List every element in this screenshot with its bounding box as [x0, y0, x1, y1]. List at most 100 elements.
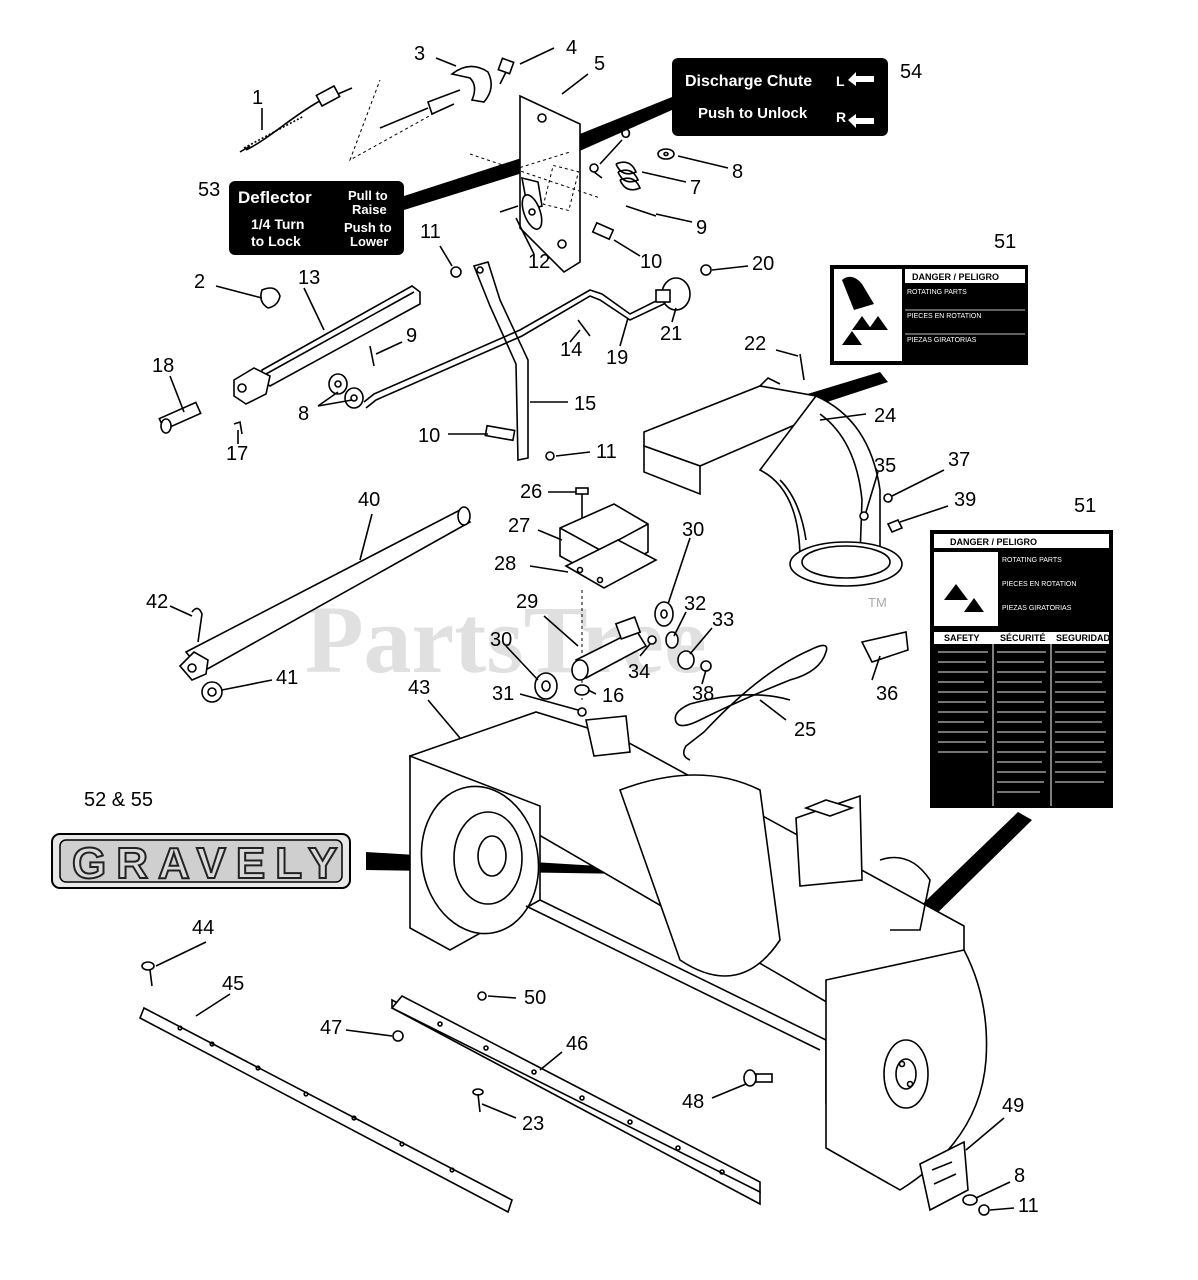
callout-6: 6 [620, 121, 631, 143]
callout-11-top: 11 [420, 221, 441, 243]
svg-text:Push to Unlock: Push to Unlock [698, 105, 808, 122]
part-8-washers-left [328, 373, 364, 409]
decal-warning-safety: DANGER / PELIGRO ROTATING PARTS PIECES E… [930, 530, 1113, 808]
leader-lines [155, 47, 1015, 1211]
callout-7: 7 [690, 177, 701, 199]
svg-text:R: R [836, 109, 846, 125]
callout-54: 54 [900, 61, 922, 83]
callout-16: 16 [602, 685, 624, 707]
callout-45: 45 [222, 973, 244, 995]
part-39-clip [886, 518, 904, 534]
svg-text:SAFETY: SAFETY [944, 633, 980, 643]
callout-4: 4 [566, 37, 577, 59]
part-29-shaft [571, 616, 648, 681]
svg-text:SEGURIDAD: SEGURIDAD [1056, 633, 1111, 643]
callout-numbers: 1 4 3 5 54 6 8 7 53 9 10 12 11 20 51 2 1… [84, 37, 1096, 1217]
callout-31: 31 [492, 683, 514, 705]
callout-3: 3 [414, 43, 425, 65]
callout-36: 36 [876, 683, 898, 705]
callout-11-bottom: 11 [1018, 1195, 1039, 1217]
part-25-spring-rod [674, 644, 828, 761]
callout-8-bottom: 8 [1014, 1165, 1025, 1187]
svg-text:ROTATING PARTS: ROTATING PARTS [907, 289, 967, 296]
callout-10-mid: 10 [418, 425, 440, 447]
part-38-nut [700, 660, 712, 672]
callout-33: 33 [712, 609, 734, 631]
part-26-head [575, 487, 589, 495]
svg-text:Raise: Raise [352, 202, 387, 217]
callout-32: 32 [684, 593, 706, 615]
callout-42: 42 [146, 591, 168, 613]
callout-30-left: 30 [490, 629, 512, 651]
decal-brand: GRAVELY [51, 833, 351, 889]
part-15-arm [472, 261, 529, 461]
part-33-bushing [677, 650, 695, 670]
callout-1: 1 [252, 87, 263, 109]
callout-21: 21 [660, 323, 682, 345]
part-30-bearing-right [654, 601, 674, 627]
callout-44: 44 [192, 917, 214, 939]
svg-text:PIEZAS GIRATORIAS: PIEZAS GIRATORIAS [1002, 605, 1072, 612]
callout-19: 19 [606, 347, 628, 369]
callout-25: 25 [794, 719, 816, 741]
part-37-screw [883, 493, 893, 503]
callout-10-top: 10 [640, 251, 662, 273]
callout-34: 34 [628, 661, 650, 683]
callout-51-top: 51 [994, 231, 1016, 253]
svg-text:Lower: Lower [350, 234, 388, 249]
callout-11-mid: 11 [596, 441, 617, 463]
callout-8-top: 8 [732, 161, 743, 183]
callout-17: 17 [226, 443, 248, 465]
pointer-51-side [908, 812, 1032, 930]
part-19-rod [363, 289, 669, 409]
callout-5: 5 [594, 53, 605, 75]
decal-discharge-chute: Discharge Chute L Push to Unlock R [672, 58, 888, 136]
part-43-bracket-top [585, 715, 631, 757]
callout-2: 2 [194, 271, 205, 293]
part-8-washer-bottom [962, 1194, 978, 1206]
part-10-bolt-mid [484, 424, 516, 442]
part-21-knob [655, 277, 691, 311]
part-30-bearing-left [534, 672, 558, 700]
part-5-bracket [469, 94, 601, 274]
callout-38: 38 [692, 683, 714, 705]
decal-warning-rotating-parts: DANGER / PELIGRO ROTATING PARTS PIECES E… [830, 265, 1028, 365]
part-6-screw [589, 163, 603, 179]
callout-51-side: 51 [1074, 495, 1096, 517]
part-41-washer [201, 681, 223, 703]
callout-26: 26 [520, 481, 542, 503]
part-45-scraper [138, 1006, 513, 1214]
part-32-washer [665, 631, 679, 649]
part-40-rod [178, 506, 472, 681]
callout-30-right: 30 [682, 519, 704, 541]
svg-text:ROTATING PARTS: ROTATING PARTS [1002, 557, 1062, 564]
callout-9-left: 9 [406, 325, 417, 347]
callout-50-holder: 50 [524, 987, 546, 1009]
svg-text:PIECES EN ROTATION: PIECES EN ROTATION [1002, 581, 1076, 588]
part-7-spring [615, 161, 642, 191]
svg-text:Deflector: Deflector [238, 188, 312, 207]
part-14-pin [577, 319, 591, 337]
part-49-skid [919, 1140, 969, 1212]
svg-text:Discharge Chute: Discharge Chute [685, 73, 812, 90]
callout-22: 22 [744, 333, 766, 355]
part-42-cotter [191, 607, 203, 643]
callout-41: 41 [276, 667, 298, 689]
part-31-nut [577, 707, 587, 717]
part-36-bracket [860, 631, 909, 663]
part-50-nut [477, 991, 487, 1001]
callout-46: 46 [566, 1033, 588, 1055]
callout-9-top: 9 [696, 217, 707, 239]
svg-text:1/4 Turn: 1/4 Turn [251, 216, 304, 232]
callout-14: 14 [560, 339, 582, 361]
part-22-bolt [799, 353, 805, 381]
part-11-nut-bottom [978, 1204, 990, 1216]
callout-27: 27 [508, 515, 530, 537]
part-43-housing [409, 711, 988, 1191]
svg-text:SÉCURITÉ: SÉCURITÉ [1000, 633, 1046, 643]
svg-text:PIECES EN ROTATION: PIECES EN ROTATION [907, 313, 981, 320]
part-46-runner [390, 994, 761, 1206]
part-12-hub [499, 194, 543, 230]
part-16-washer [574, 684, 590, 696]
